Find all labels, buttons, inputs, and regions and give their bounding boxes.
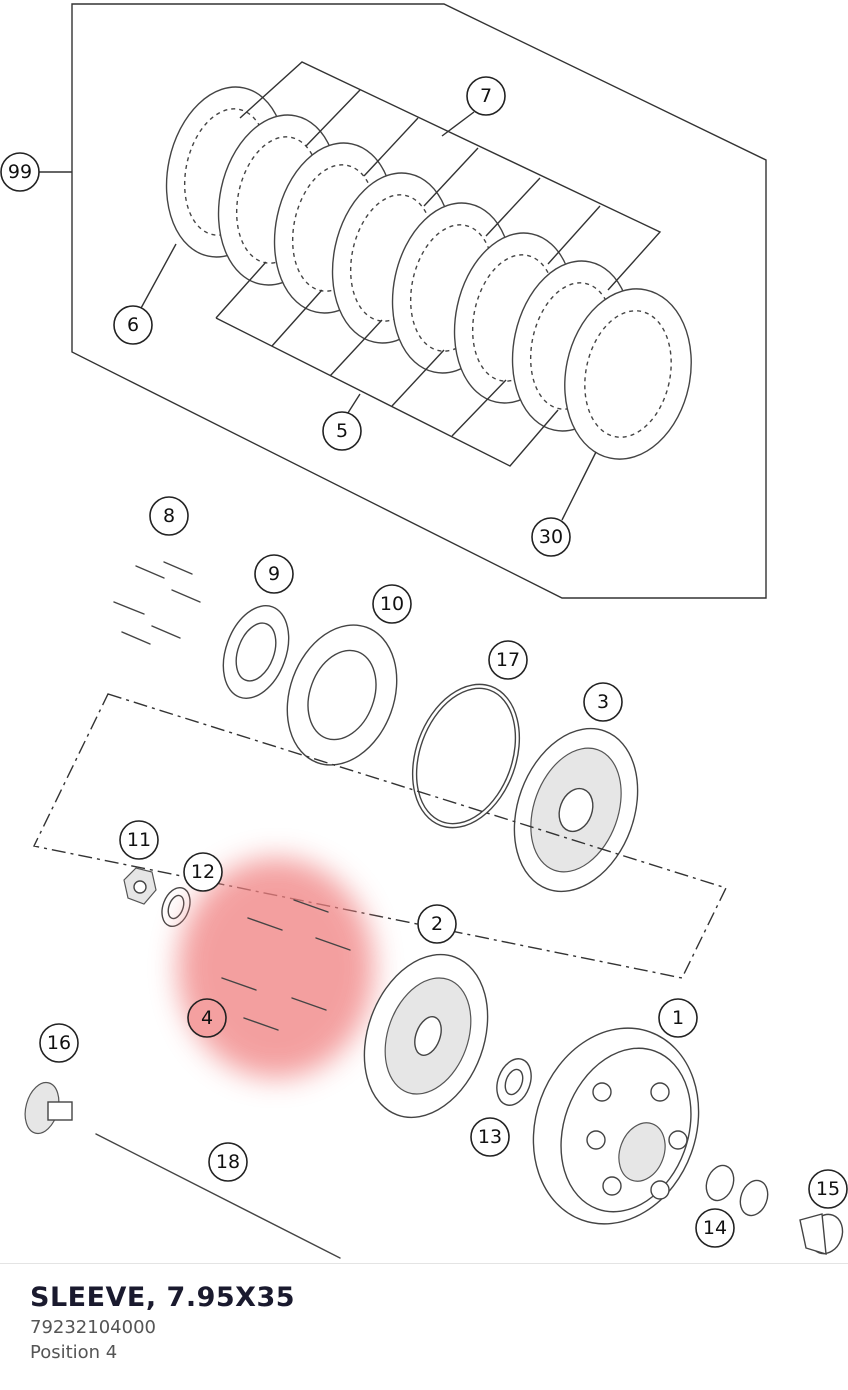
part-number: 79232104000 <box>30 1317 156 1338</box>
svg-text:8: 8 <box>163 505 175 527</box>
callout-1[interactable]: 1 <box>658 998 698 1038</box>
callout-99[interactable]: 99 <box>0 152 40 192</box>
highlight-area <box>178 858 374 1078</box>
callout-4[interactable]: 4 <box>187 998 227 1038</box>
svg-text:14: 14 <box>703 1217 727 1239</box>
svg-text:30: 30 <box>539 526 563 548</box>
svg-text:12: 12 <box>191 861 215 883</box>
svg-text:7: 7 <box>480 85 492 107</box>
part-name: SLEEVE, 7.95X35 <box>30 1282 296 1313</box>
svg-text:3: 3 <box>597 691 609 713</box>
callout-11[interactable]: 11 <box>119 820 159 860</box>
callout-10[interactable]: 10 <box>372 584 412 624</box>
callout-2[interactable]: 2 <box>417 904 457 944</box>
svg-text:9: 9 <box>268 563 280 585</box>
callout-3[interactable]: 3 <box>583 682 623 722</box>
needle-bearing <box>705 1164 735 1202</box>
svg-text:18: 18 <box>216 1151 240 1173</box>
callout-30[interactable]: 30 <box>531 517 571 557</box>
callout-6[interactable]: 6 <box>113 305 153 345</box>
svg-text:99: 99 <box>8 161 32 183</box>
bolt-set <box>113 561 201 645</box>
callout-16[interactable]: 16 <box>39 1023 79 1063</box>
callout-17[interactable]: 17 <box>488 640 528 680</box>
callout-7[interactable]: 7 <box>466 76 506 116</box>
svg-text:11: 11 <box>127 829 151 851</box>
svg-text:16: 16 <box>47 1032 71 1054</box>
svg-text:17: 17 <box>496 649 520 671</box>
callout-13[interactable]: 13 <box>470 1117 510 1157</box>
push-rod <box>95 1133 341 1259</box>
callout-9[interactable]: 9 <box>254 554 294 594</box>
svg-text:15: 15 <box>816 1178 840 1200</box>
svg-text:2: 2 <box>431 913 443 935</box>
sleeve-set[interactable] <box>221 899 351 1031</box>
callout-15[interactable]: 15 <box>808 1169 848 1209</box>
callout-18[interactable]: 18 <box>208 1142 248 1182</box>
part-position: Position 4 <box>30 1342 118 1363</box>
callout-8[interactable]: 8 <box>149 496 189 536</box>
svg-text:4: 4 <box>201 1007 213 1029</box>
exploded-parts-diagram: 99 7 6 5 30 8 9 10 17 3 11 12 2 4 1 16 1… <box>0 3 848 1259</box>
svg-text:13: 13 <box>478 1126 502 1148</box>
svg-text:10: 10 <box>380 593 404 615</box>
svg-text:1: 1 <box>672 1007 684 1029</box>
svg-text:5: 5 <box>336 420 348 442</box>
callout-12[interactable]: 12 <box>183 852 223 892</box>
part-detail-panel: SLEEVE, 7.95X35 79232104000 Position 4 <box>0 1263 848 1390</box>
svg-text:6: 6 <box>127 314 139 336</box>
callout-14[interactable]: 14 <box>695 1208 735 1248</box>
callout-5[interactable]: 5 <box>322 411 362 451</box>
clutch-disc-stack <box>165 86 692 460</box>
clutch-pack-bracket <box>71 3 767 599</box>
